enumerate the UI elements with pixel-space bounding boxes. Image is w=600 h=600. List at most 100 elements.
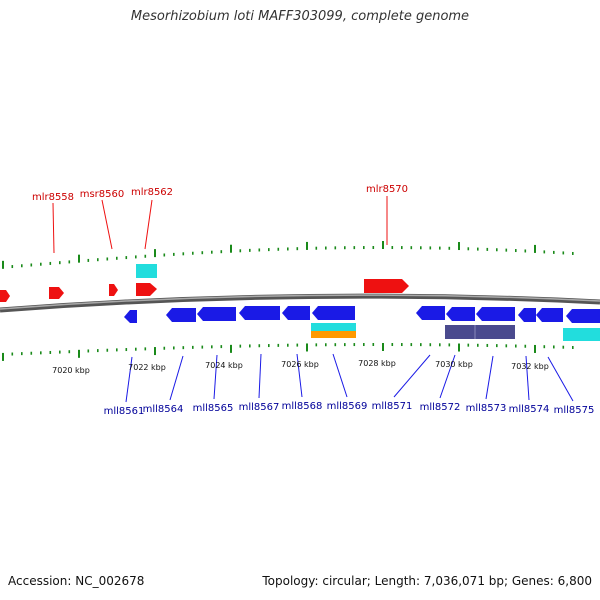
label-leader (125, 356, 133, 403)
forward-gene[interactable] (136, 283, 157, 296)
minor-tick (87, 258, 90, 262)
label-leader (213, 354, 218, 400)
reverse-gene[interactable] (197, 307, 236, 321)
reverse-gene[interactable] (166, 308, 196, 322)
reverse-gene-label[interactable]: mll8567 (239, 402, 280, 413)
genome-backbone (0, 293, 600, 313)
reverse-gene-label[interactable]: mll8574 (509, 404, 550, 415)
minor-tick (524, 249, 527, 253)
major-tick (78, 349, 80, 358)
map-title: Mesorhizobium loti MAFF303099, complete … (130, 9, 470, 24)
minor-tick (30, 263, 33, 267)
minor-tick (344, 343, 346, 347)
minor-tick (49, 350, 52, 354)
reverse-gene-label[interactable]: mll8575 (554, 405, 595, 416)
major-tick (306, 241, 308, 250)
minor-tick (477, 247, 479, 251)
reverse-gene[interactable] (476, 307, 515, 321)
major-tick (458, 242, 460, 251)
reverse-gene-label[interactable]: mll8572 (420, 402, 461, 413)
forward-gene-label[interactable]: mlr8558 (32, 192, 74, 203)
reverse-gene[interactable] (282, 306, 310, 320)
scale-label: 7030 kbp (435, 360, 473, 369)
bottom-tick-track (2, 343, 574, 361)
minor-tick (391, 343, 394, 347)
reverse-gene[interactable] (566, 309, 600, 323)
major-tick (230, 244, 232, 253)
forward-gene-label[interactable]: msr8560 (80, 189, 125, 200)
reverse-gene-label[interactable]: mll8573 (466, 403, 507, 414)
slate-feature[interactable] (445, 325, 515, 339)
major-tick (382, 343, 384, 352)
minor-tick (553, 345, 555, 349)
major-tick (458, 343, 460, 352)
reverse-gene-label[interactable]: mll8571 (372, 401, 413, 412)
reverse-gene[interactable] (536, 308, 563, 322)
minor-tick (87, 349, 90, 353)
reverse-gene[interactable] (518, 308, 536, 322)
reverse-gene[interactable] (124, 310, 137, 323)
minor-tick (315, 246, 318, 250)
reverse-gene[interactable] (239, 306, 280, 320)
minor-tick (296, 247, 299, 251)
scale-labels: 7020 kbp 7022 kbp 7024 kbp 7026 kbp 7028… (52, 359, 549, 375)
scale-label: 7024 kbp (205, 361, 243, 370)
reverse-gene-label[interactable]: mll8568 (282, 401, 323, 412)
reverse-gene[interactable] (446, 307, 475, 321)
label-leader (332, 353, 348, 398)
cyan-feature[interactable] (311, 323, 356, 331)
label-leader (525, 355, 530, 401)
forward-gene[interactable] (364, 279, 409, 293)
label-leader (258, 353, 262, 399)
minor-tick (277, 247, 280, 251)
minor-tick (420, 343, 422, 347)
minor-tick (68, 350, 71, 354)
minor-tick (287, 343, 289, 347)
minor-tick (562, 345, 565, 349)
minor-tick (173, 252, 175, 256)
major-tick (154, 249, 156, 258)
minor-tick (97, 258, 99, 262)
forward-gene[interactable] (0, 290, 10, 302)
minor-tick (49, 261, 52, 265)
minor-tick (372, 343, 375, 347)
minor-tick (439, 343, 441, 347)
major-tick (2, 260, 4, 269)
reverse-gene-label[interactable]: mll8565 (193, 403, 234, 414)
minor-tick (11, 352, 14, 356)
minor-tick (391, 246, 394, 250)
minor-tick (116, 256, 118, 260)
minor-tick (220, 250, 223, 254)
orange-feature[interactable] (311, 331, 356, 338)
forward-gene[interactable] (49, 287, 64, 299)
minor-tick (410, 343, 413, 347)
top-tick-track (2, 241, 574, 269)
minor-tick (515, 249, 517, 253)
minor-tick (173, 346, 175, 350)
reverse-gene-label[interactable]: mll8569 (327, 401, 368, 412)
forward-gene[interactable] (109, 284, 118, 296)
cyan-feature[interactable] (136, 264, 157, 278)
minor-tick (448, 343, 451, 347)
minor-tick (486, 247, 489, 251)
label-leader (296, 353, 303, 398)
forward-gene-label[interactable]: mlr8570 (366, 184, 408, 195)
minor-tick (363, 246, 365, 250)
label-leader (144, 199, 153, 250)
reverse-gene-label[interactable]: mll8561 (104, 406, 145, 417)
reverse-gene[interactable] (312, 306, 355, 320)
cyan-feature[interactable] (563, 328, 600, 341)
minor-tick (201, 345, 204, 349)
reverse-gene-label[interactable]: mll8564 (143, 404, 184, 415)
minor-tick (543, 345, 546, 349)
minor-tick (144, 347, 147, 351)
forward-gene-label[interactable]: mlr8562 (131, 187, 173, 198)
minor-tick (40, 262, 42, 266)
minor-tick (410, 246, 413, 250)
major-tick (306, 343, 308, 352)
minor-tick (562, 251, 565, 255)
minor-tick (401, 343, 403, 347)
minor-tick (135, 347, 137, 351)
reverse-gene[interactable] (416, 306, 445, 320)
